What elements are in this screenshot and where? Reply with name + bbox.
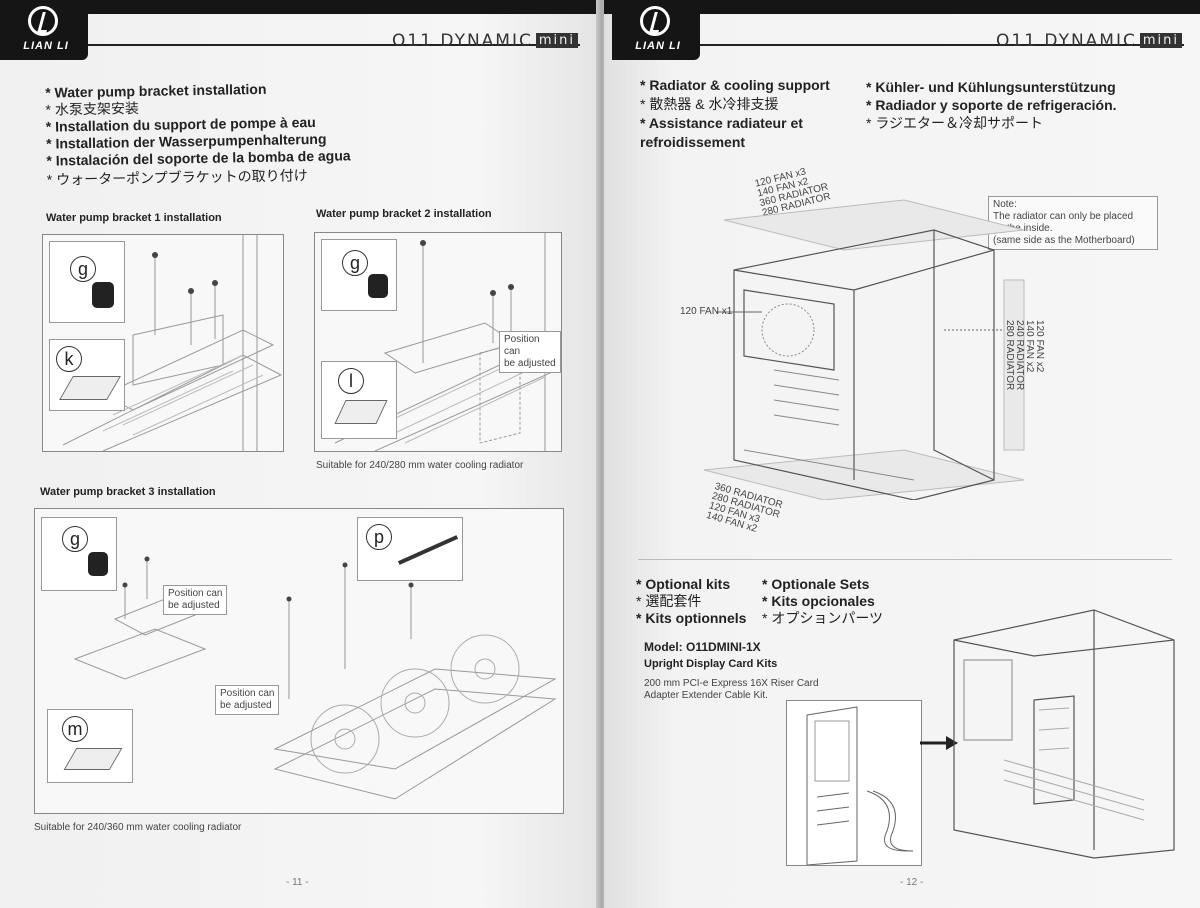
header-rule — [700, 44, 1184, 46]
header-bar — [0, 0, 600, 14]
part-p-inset: p — [357, 517, 463, 581]
header-bar — [604, 0, 1200, 14]
bracket-l-icon — [334, 400, 388, 424]
bracket2-caption: Suitable for 240/280 mm water cooling ra… — [316, 460, 524, 471]
part-g-inset: g — [49, 241, 125, 323]
bracket1-diagram: g k — [42, 234, 284, 452]
optional-title-col2: * Optionale Sets * Kits opcionales * オプシ… — [762, 576, 884, 626]
bracket3-heading: Water pump bracket 3 installation — [40, 486, 216, 498]
lianli-logo-icon — [640, 6, 670, 36]
bracket1-heading: Water pump bracket 1 installation — [46, 212, 222, 224]
optional-title-col1: * Optional kits * 選配套件 * Kits optionnels — [636, 576, 747, 626]
thumbscrew-icon — [88, 552, 108, 576]
page-number-left: - 11 - — [286, 877, 309, 888]
case-radiator-diagram — [703, 199, 1025, 500]
brand-logo: LIAN LI — [0, 0, 88, 60]
logo-text: LIAN LI — [23, 40, 69, 52]
bracket-m-icon — [63, 748, 123, 770]
bracket3-caption: Suitable for 240/360 mm water cooling ra… — [34, 822, 242, 833]
header-rule — [88, 44, 580, 46]
lianli-logo-icon — [28, 6, 58, 36]
part-m-inset: m — [47, 709, 133, 783]
part-g-label: g — [70, 256, 96, 282]
bracket-k-icon — [59, 376, 121, 400]
page-number-right: - 12 - — [900, 877, 924, 888]
part-k-label: k — [56, 346, 82, 372]
section-divider — [638, 559, 1172, 560]
riser-kit-drawing — [786, 700, 922, 866]
long-screw-icon — [397, 535, 459, 565]
kit-model: Model: O11DMINI-1X — [644, 640, 761, 654]
part-g-label-2: g — [342, 250, 368, 276]
thumbscrew-icon — [368, 274, 388, 298]
bracket2-drawing — [334, 233, 561, 451]
logo-text: LIAN LI — [635, 40, 681, 52]
part-g-inset-3: g — [41, 517, 117, 591]
arrow-right-icon — [920, 736, 958, 750]
radiator-title-col2: * Kühler- und Kühlungsunterstützung * Ra… — [866, 79, 1117, 131]
radiator-title-col1: * Radiator & cooling support * 散熱器 & 水冷排… — [640, 77, 830, 150]
part-m-label: m — [62, 716, 88, 742]
part-p-label: p — [366, 524, 392, 550]
bracket2-heading: Water pump bracket 2 installation — [316, 208, 492, 220]
brand-logo: LIAN LI — [612, 0, 700, 60]
part-g-label-3: g — [62, 526, 88, 552]
riser-kit-svg — [806, 706, 914, 865]
part-k-inset: k — [49, 339, 125, 411]
part-l-inset: l — [321, 361, 397, 439]
case-with-kit-diagram — [953, 609, 1175, 859]
bracket3-drawing — [73, 556, 557, 800]
kit-name: Upright Display Card Kits — [644, 658, 778, 670]
part-l-label: l — [338, 368, 364, 394]
part-g-inset-2: g — [321, 239, 397, 311]
thumbscrew-icon — [92, 282, 114, 308]
rear-fan-label: 120 FAN x1 — [680, 306, 733, 317]
section-title: * Water pump bracket installation * 水泵支架… — [45, 80, 351, 188]
